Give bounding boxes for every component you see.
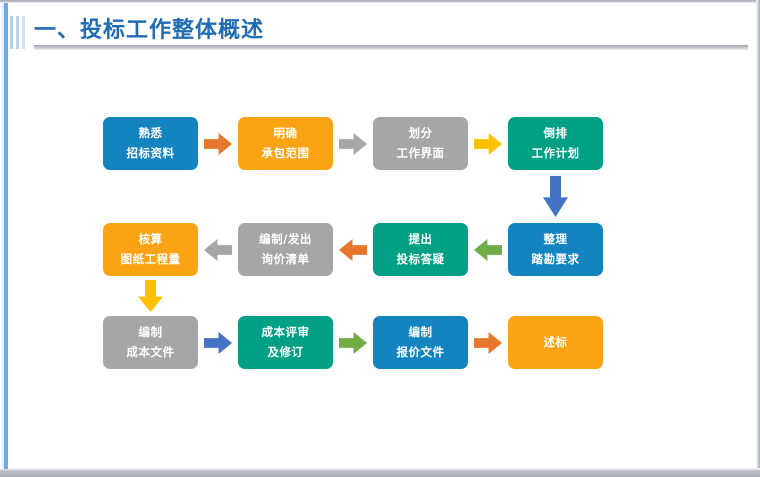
title-underline-rule [34, 45, 748, 50]
flow-node-label-secondary: 成本文件 [126, 345, 175, 359]
flow-node-n1[interactable]: 熟悉招标资料 [103, 117, 198, 170]
flow-node-label-primary: 编制/发出 [259, 231, 312, 246]
flow-arrow-n10-to-n11-icon [339, 332, 367, 354]
slide-title-zone: 一、投标工作整体概述 [8, 12, 748, 54]
flow-arrow-n6-to-n7-icon [339, 239, 367, 261]
flow-node-label-primary: 提出 [408, 231, 433, 246]
title-decoration-bars-icon [10, 16, 28, 49]
flow-node-label-secondary: 工作计划 [531, 146, 580, 160]
flow-node-label-secondary: 踏勘要求 [531, 252, 580, 266]
flow-node-n4[interactable]: 倒排工作计划 [508, 117, 603, 170]
flow-arrow-n1-to-n2-icon [204, 133, 232, 155]
flow-node-label-primary: 倒排 [543, 125, 568, 140]
slide-frame-top-border [0, 0, 760, 3]
flow-node-n9[interactable]: 编制成本文件 [103, 316, 198, 369]
flow-node-label-primary: 编制 [408, 324, 433, 339]
flow-node-n8[interactable]: 核算图纸工程量 [103, 223, 198, 276]
flow-node-label-primary: 编制 [138, 324, 163, 339]
flow-node-label-secondary: 承包范围 [261, 146, 310, 160]
flow-arrow-n7-to-n8-icon [204, 239, 232, 261]
flow-node-n5[interactable]: 整理踏勘要求 [508, 223, 603, 276]
slide-left-accent-bar [4, 3, 8, 469]
flow-node-n11[interactable]: 编制报价文件 [373, 316, 468, 369]
flow-node-n3[interactable]: 划分工作界面 [373, 117, 468, 170]
flow-node-label-primary: 成本评审 [261, 324, 310, 339]
flow-node-n7[interactable]: 编制/发出询价清单 [238, 223, 333, 276]
flow-node-n12[interactable]: 述标 [508, 316, 603, 369]
flow-node-label-secondary: 工作界面 [396, 146, 445, 160]
flow-node-label-secondary: 及修订 [267, 345, 304, 359]
flow-node-label-primary: 整理 [543, 231, 568, 246]
flow-arrow-n3-to-n4-icon [474, 133, 502, 155]
flow-node-label-secondary: 询价清单 [261, 252, 310, 266]
flow-node-label-secondary: 图纸工程量 [120, 252, 181, 266]
flow-arrow-n4-to-n5-icon [543, 176, 568, 217]
flow-node-label-primary: 明确 [273, 125, 298, 140]
flow-arrow-n9-to-n10-icon [204, 332, 232, 354]
flow-node-label-primary: 划分 [408, 125, 433, 140]
flow-node-label-secondary: 招标资料 [126, 146, 175, 160]
flow-arrow-n5-to-n6-icon [474, 239, 502, 261]
flow-node-label-secondary: 报价文件 [396, 345, 445, 359]
flow-node-label-secondary: 投标答疑 [396, 252, 445, 266]
slide-frame-bottom-border [0, 468, 760, 477]
flow-arrow-n8-to-n9-icon [138, 280, 163, 312]
flow-node-n10[interactable]: 成本评审及修订 [238, 316, 333, 369]
slide-left-accent-inner [2, 3, 4, 469]
flow-arrow-n11-to-n12-icon [474, 332, 502, 354]
page-title: 一、投标工作整体概述 [34, 18, 265, 43]
flow-node-n2[interactable]: 明确承包范围 [238, 117, 333, 170]
flow-node-label-primary: 述标 [543, 334, 568, 349]
flow-node-label-primary: 熟悉 [138, 125, 163, 140]
flow-node-n6[interactable]: 提出投标答疑 [373, 223, 468, 276]
flow-node-label-primary: 核算 [138, 231, 163, 246]
flow-arrow-n2-to-n3-icon [339, 133, 367, 155]
slide-frame-right-border [756, 0, 760, 477]
